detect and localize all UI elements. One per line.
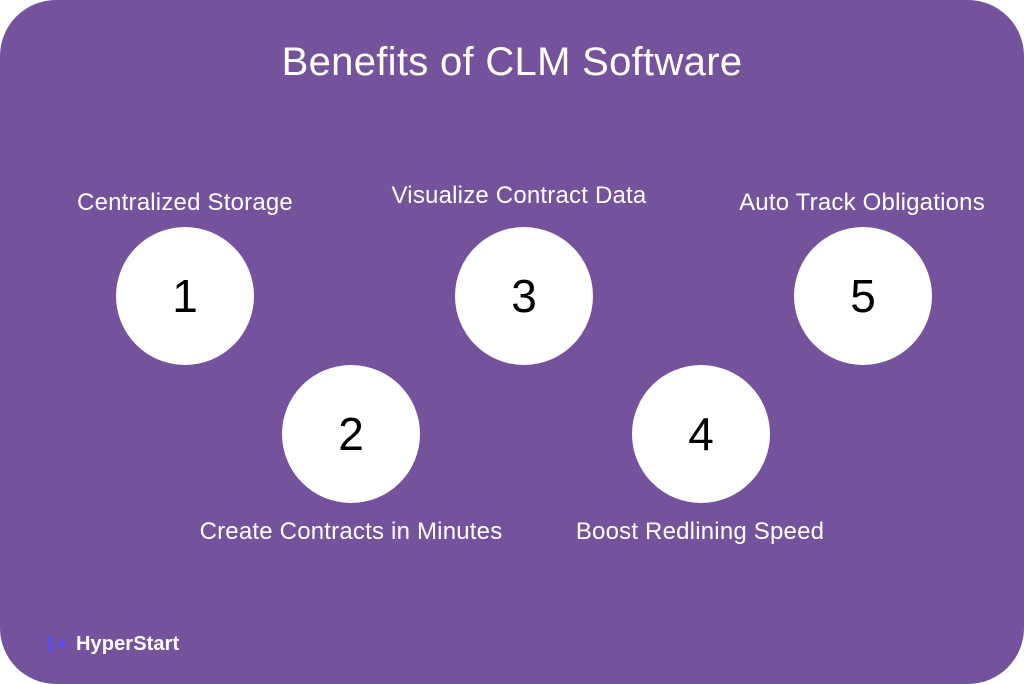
step-1-number: 1: [172, 270, 198, 322]
step-1-label: Centralized Storage: [77, 189, 293, 216]
step-4-number: 4: [688, 408, 714, 460]
brand-name: HyperStart: [76, 632, 180, 655]
step-5-label: Auto Track Obligations: [739, 189, 985, 216]
step-4-circle: 4: [632, 365, 770, 503]
step-4-label: Boost Redlining Speed: [575, 518, 825, 545]
hyperstart-logo-icon: [49, 636, 69, 652]
step-1-circle: 1: [116, 227, 254, 365]
step-3-number: 3: [511, 270, 537, 322]
page-title: Benefits of CLM Software: [281, 40, 743, 84]
step-3-circle: 3: [455, 227, 593, 365]
brand-logo: HyperStart: [48, 631, 179, 657]
step-2-circle: 2: [282, 365, 420, 503]
step-2-number: 2: [338, 408, 364, 460]
step-5-number: 5: [850, 270, 876, 322]
step-2-label: Create Contracts in Minutes: [199, 518, 503, 545]
step-3-label: Visualize Contract Data: [391, 182, 647, 209]
step-5-circle: 5: [794, 227, 932, 365]
